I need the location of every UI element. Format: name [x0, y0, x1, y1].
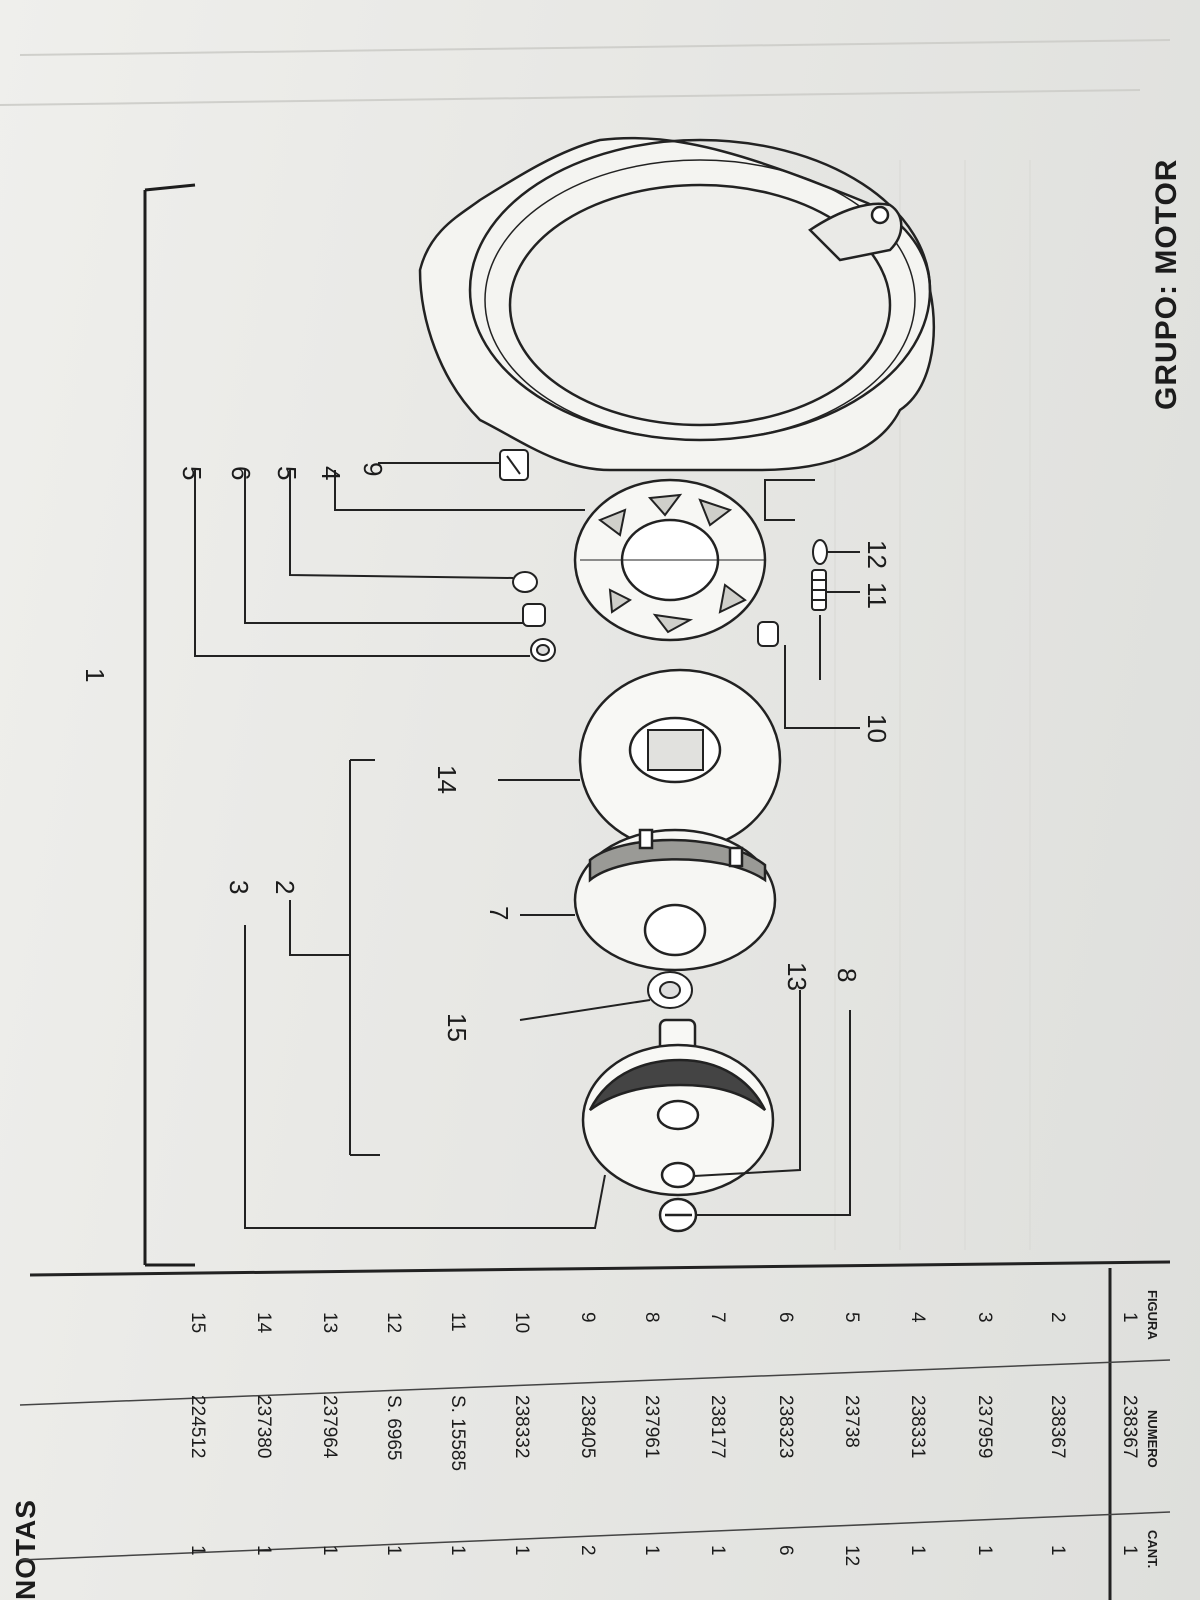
table-row-numero: 238323: [775, 1395, 796, 1459]
table-row-cant: 1: [707, 1545, 728, 1556]
table-row-numero: 238367: [1119, 1395, 1140, 1459]
disc-part-14: [578, 668, 782, 852]
callout-1: 1: [80, 668, 110, 682]
table-row-cant: 1: [511, 1545, 532, 1556]
table-row-numero: 237961: [641, 1395, 662, 1459]
table-row-cant: 1: [1119, 1545, 1140, 1556]
table-row-cant: 12: [841, 1545, 862, 1567]
table-row-figura: 15: [187, 1312, 208, 1334]
assembly-bracket-1: [143, 183, 196, 1267]
spacer-part-10: [757, 621, 779, 647]
table-row-figura: 13: [319, 1312, 340, 1334]
table-row-cant: 1: [907, 1545, 928, 1556]
table-row-figura: 6: [775, 1312, 796, 1323]
header-cant: CANT.: [1145, 1530, 1160, 1569]
table-row-numero: 238367: [1047, 1395, 1068, 1459]
header-numero: NUMERO: [1145, 1410, 1160, 1468]
callout-8: 8: [832, 968, 862, 982]
table-row-cant: 1: [447, 1545, 468, 1556]
table-row-numero: 238332: [511, 1395, 532, 1459]
callout-13: 13: [782, 962, 812, 991]
table-row-cant: 1: [641, 1545, 662, 1556]
table-row-figura: 12: [383, 1312, 404, 1334]
table-row-figura: 11: [447, 1312, 468, 1332]
table-row-figura: 1: [1119, 1312, 1140, 1323]
table-row-numero: 23738: [841, 1395, 862, 1448]
table-row-numero: 237959: [974, 1395, 995, 1459]
table-row-figura: 7: [707, 1312, 728, 1323]
table-row-figura: 4: [907, 1312, 928, 1323]
callout-5a: 5: [272, 466, 302, 480]
callout-5b: 5: [177, 466, 207, 480]
table-row-cant: 6: [775, 1545, 796, 1556]
small-parts-5-6: [512, 571, 556, 662]
table-row-numero: 238177: [707, 1395, 728, 1459]
callout-2: 2: [270, 880, 300, 894]
table-row-figura: 10: [511, 1312, 532, 1334]
table-row-numero: 238331: [907, 1395, 928, 1459]
callout-11: 11: [862, 582, 892, 609]
bearing-part-15: [647, 971, 693, 1009]
callout-12: 12: [862, 540, 892, 569]
nut-part-9: [499, 449, 529, 481]
motor-housing-part: [418, 136, 935, 472]
rotor-part-7: [573, 828, 777, 972]
table-row-figura: 2: [1047, 1312, 1068, 1323]
table-row-cant: 1: [383, 1545, 404, 1556]
table-row-figura: 8: [641, 1312, 662, 1323]
table-row-cant: 1: [253, 1545, 274, 1556]
table-row-numero: S. 15585: [447, 1395, 468, 1472]
callout-14: 14: [432, 765, 462, 794]
table-row-cant: 1: [1047, 1545, 1068, 1556]
table-row-numero: 237964: [319, 1395, 340, 1459]
callout-3: 3: [224, 880, 254, 894]
fan-ring-part-4: [573, 478, 767, 642]
screw-part-11-12: [811, 539, 828, 611]
header-figura: FIGURA: [1145, 1290, 1160, 1340]
callout-4: 4: [316, 466, 346, 480]
shaft-cup-part-3: [581, 1018, 775, 1233]
callout-9: 9: [358, 462, 388, 476]
table-row-figura: 5: [841, 1312, 862, 1323]
table-row-cant: 1: [187, 1545, 208, 1556]
table-row-cant: 1: [319, 1545, 340, 1556]
callout-15: 15: [442, 1013, 472, 1042]
table-row-numero: 238405: [577, 1395, 598, 1459]
table-row-figura: 9: [577, 1312, 598, 1323]
callout-6: 6: [226, 466, 256, 480]
leader-lines: [194, 462, 860, 1229]
table-row-numero: 237380: [253, 1395, 274, 1459]
table-row-numero: S. 6965: [383, 1395, 404, 1461]
table-row-figura: 3: [974, 1312, 995, 1323]
table-row-numero: 224512: [187, 1395, 208, 1459]
table-row-figura: 14: [253, 1312, 274, 1334]
callout-7: 7: [484, 906, 514, 920]
table-row-cant: 2: [577, 1545, 598, 1556]
table-row-cant: 1: [974, 1545, 995, 1556]
callout-10: 10: [862, 714, 892, 743]
